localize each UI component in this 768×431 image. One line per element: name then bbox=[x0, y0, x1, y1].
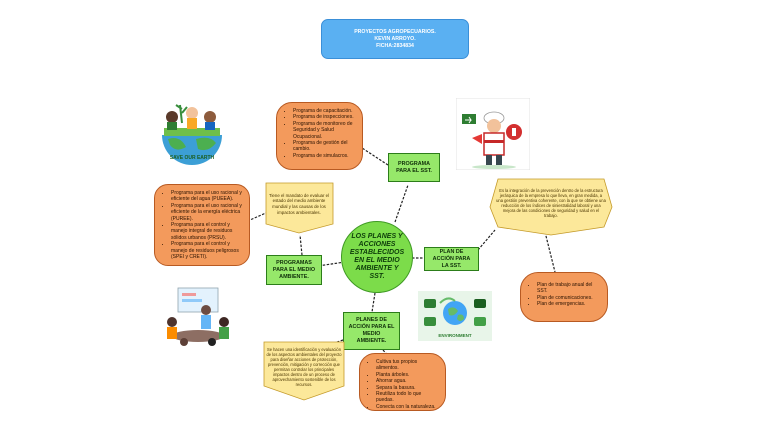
branch-programa-sst-label: PROGRAMA PARA EL SST. bbox=[396, 160, 432, 174]
branch-plan-accion-sst[interactable]: PLAN DE ACCIÓN PARA LA SST. bbox=[424, 247, 479, 271]
env-programs-list: Programa para el uso racional y eficient… bbox=[154, 184, 250, 266]
link-note-env-list bbox=[249, 211, 269, 221]
list-item: Ahorrar agua. bbox=[376, 378, 439, 384]
list-item: Plan de emergencias. bbox=[537, 301, 601, 307]
save-earth-illustration: SAVE OUR EARTH bbox=[154, 95, 230, 167]
branch-plan-accion-sst-label: PLAN DE ACCIÓN PARA LA SST. bbox=[432, 248, 471, 269]
link-programa-sst-list bbox=[361, 147, 389, 166]
link-plan-sst-note bbox=[477, 229, 496, 251]
note-env-actions: Se hacen una identificación y evaluación… bbox=[266, 346, 342, 388]
list-item: Programa para el uso racional y eficient… bbox=[171, 190, 243, 203]
list-item: Separa la basura. bbox=[376, 385, 439, 391]
list-item: Plan de comunicaciones. bbox=[537, 295, 601, 301]
branch-planes-accion-ambiente-label: PLANES DE ACCIÓN PARA EL MEDIO AMBIENTE. bbox=[348, 317, 395, 344]
header-line-2: KEVIN ARROYO. bbox=[374, 35, 416, 42]
link-center-planes-ambiente bbox=[371, 292, 376, 313]
header-box: PROYECTOS AGROPECUARIOS. KEVIN ARROYO. F… bbox=[321, 19, 469, 59]
center-topic[interactable]: LOS PLANES Y ACCIONES ESTABLECIDOS EN EL… bbox=[341, 221, 413, 293]
note-sst-plan-shape bbox=[489, 178, 613, 236]
list-item: Programa para el uso racional y eficient… bbox=[171, 203, 243, 222]
note-sst-plan: Es la integración de la prevención dentr… bbox=[496, 187, 606, 219]
list-item: Programa de monitoreo de Seguridad y Sal… bbox=[293, 121, 356, 140]
environment-collage-illustration: ENVIRONMENT bbox=[418, 291, 492, 341]
list-item: Programa de inspecciones. bbox=[293, 114, 356, 120]
list-item: Plan de trabajo anual del SST. bbox=[537, 282, 601, 295]
center-topic-label: LOS PLANES Y ACCIONES ESTABLECIDOS EN EL… bbox=[349, 233, 405, 280]
sst-programs-list: Programa de capacitación. Programa de in… bbox=[276, 102, 363, 170]
header-line-3: FICHA:2834834 bbox=[376, 42, 414, 49]
env-actions-list: Cultiva tus propios alimentos. Planta ár… bbox=[359, 353, 446, 411]
list-item: Reutiliza todo lo que puedas. bbox=[376, 391, 439, 404]
list-item: Programa de capacitación. bbox=[293, 108, 356, 114]
branch-programas-ambiente[interactable]: PROGRAMAS PARA EL MEDIO AMBIENTE. bbox=[266, 255, 322, 285]
link-programas-ambiente-note bbox=[299, 234, 303, 256]
list-item: Programa de simulacros. bbox=[293, 153, 356, 159]
earth-caption: SAVE OUR EARTH bbox=[170, 155, 215, 161]
branch-programa-sst[interactable]: PROGRAMA PARA EL SST. bbox=[388, 153, 440, 182]
list-item: Programa para el control y manejo de res… bbox=[171, 241, 243, 260]
list-item: Conecta con la naturaleza. bbox=[376, 404, 439, 410]
list-item: Planta árboles. bbox=[376, 372, 439, 378]
branch-programas-ambiente-label: PROGRAMAS PARA EL MEDIO AMBIENTE. bbox=[272, 259, 316, 280]
list-item: Programa de gestión del cambio. bbox=[293, 140, 356, 153]
header-line-1: PROYECTOS AGROPECUARIOS. bbox=[354, 28, 436, 35]
note-env-actions-shape bbox=[263, 341, 345, 401]
list-item: Programa para el control y manejo integr… bbox=[171, 222, 243, 241]
list-item: Cultiva tus propios alimentos. bbox=[376, 359, 439, 372]
link-note-plan-list bbox=[544, 231, 556, 273]
branch-planes-accion-ambiente[interactable]: PLANES DE ACCIÓN PARA EL MEDIO AMBIENTE. bbox=[343, 312, 400, 350]
link-center-programa-sst bbox=[394, 184, 409, 223]
training-meeting-illustration bbox=[160, 280, 236, 350]
ecology-caption: ENVIRONMENT bbox=[438, 333, 472, 338]
note-env-programs: Tiene el mandato de evaluar el estado de… bbox=[268, 192, 330, 215]
note-env-programs-shape bbox=[265, 182, 334, 234]
safety-worker-illustration bbox=[456, 98, 530, 170]
sst-plans-list: Plan de trabajo anual del SST. Plan de c… bbox=[520, 272, 608, 322]
